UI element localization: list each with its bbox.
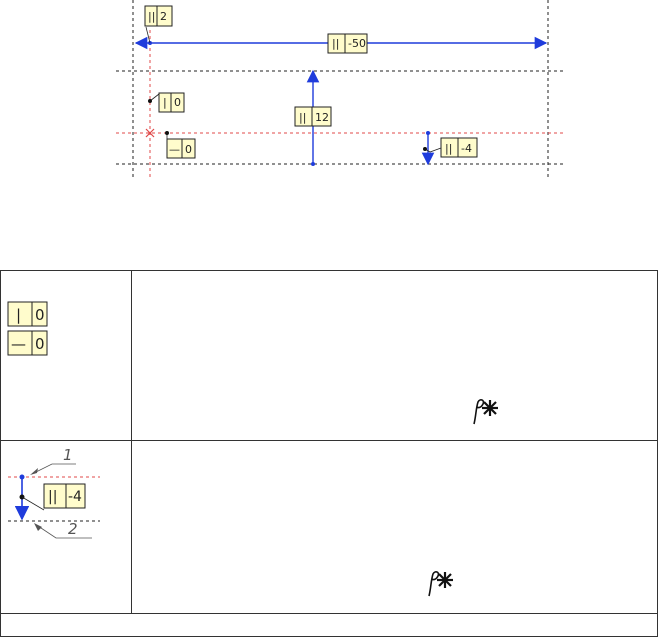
point-cursor-icon [473,399,498,425]
row1-tag-horizontal: — 0 [7,330,48,356]
callout-1-leader [33,463,76,474]
origin-cross-icon [145,128,155,138]
callout-2-leader [37,525,92,539]
tag-horizontal-dimension[interactable]: || -50 [327,33,368,54]
row2-tag-symbol: || [48,489,57,505]
minus4-point [423,147,427,151]
tag-vertical-12-value: 12 [315,111,329,124]
row1-tag-vertical-value: 0 [35,306,45,324]
callout-2-label: 2 [68,520,78,538]
tag-horizontal-0-value: 0 [185,143,192,156]
reference-lines [116,30,566,178]
tag-vertical-2[interactable]: || 2 [144,5,173,27]
offset-dimension-point [426,131,430,135]
row1-tag-vertical: | 0 [7,301,48,327]
tag-horizontal-dimension-symbol: || [332,37,339,50]
row2-point-top [19,474,25,480]
row2-leader [21,496,45,511]
explanation-table [0,270,658,637]
tag-offset-minus4[interactable]: || -4 [440,137,478,158]
tag-offset-minus4-symbol: || [445,142,452,155]
tag-vertical-2-symbol: || [148,10,155,23]
table-frame [0,270,658,637]
callout-2-arrow-icon [34,523,42,531]
point-cursor-icon [428,571,453,597]
vertical-dimension-anchor [311,162,315,166]
table-row-1-icon: | 0 — 0 [7,301,48,356]
callout-1-label: 1 [63,446,73,464]
tag-vertical-0-value: 0 [174,96,181,109]
leader-tag-vertical-2 [145,26,151,44]
tag-vertical-0[interactable]: | 0 [158,92,185,113]
row2-tag-value: -4 [68,489,82,505]
top-diagram: || 2 || -50 | 0 — 0 || 12 [116,0,566,178]
row1-tag-horizontal-value: 0 [35,335,45,353]
tag-vertical-0-symbol: | [163,96,167,109]
tag-horizontal-0-symbol: — [169,143,180,156]
table-row-2-icon: || -4 1 2 [8,446,100,539]
row2-tag: || -4 [43,483,86,509]
callout-1-arrow-icon [30,468,38,475]
tag-horizontal-0[interactable]: — 0 [166,138,196,159]
tag-vertical-12[interactable]: || 12 [294,106,332,127]
tag-vertical-2-value: 2 [160,10,167,23]
tag-horizontal-dimension-value: -50 [348,37,366,50]
tag-vertical-12-symbol: || [299,111,306,124]
horizontal-0-point [165,131,169,135]
grid-lines [116,0,566,178]
row1-tag-vertical-symbol: | [16,306,21,324]
tag-offset-minus4-value: -4 [461,142,472,155]
vertical-0-point [148,99,152,103]
row1-tag-horizontal-symbol: — [11,335,26,353]
